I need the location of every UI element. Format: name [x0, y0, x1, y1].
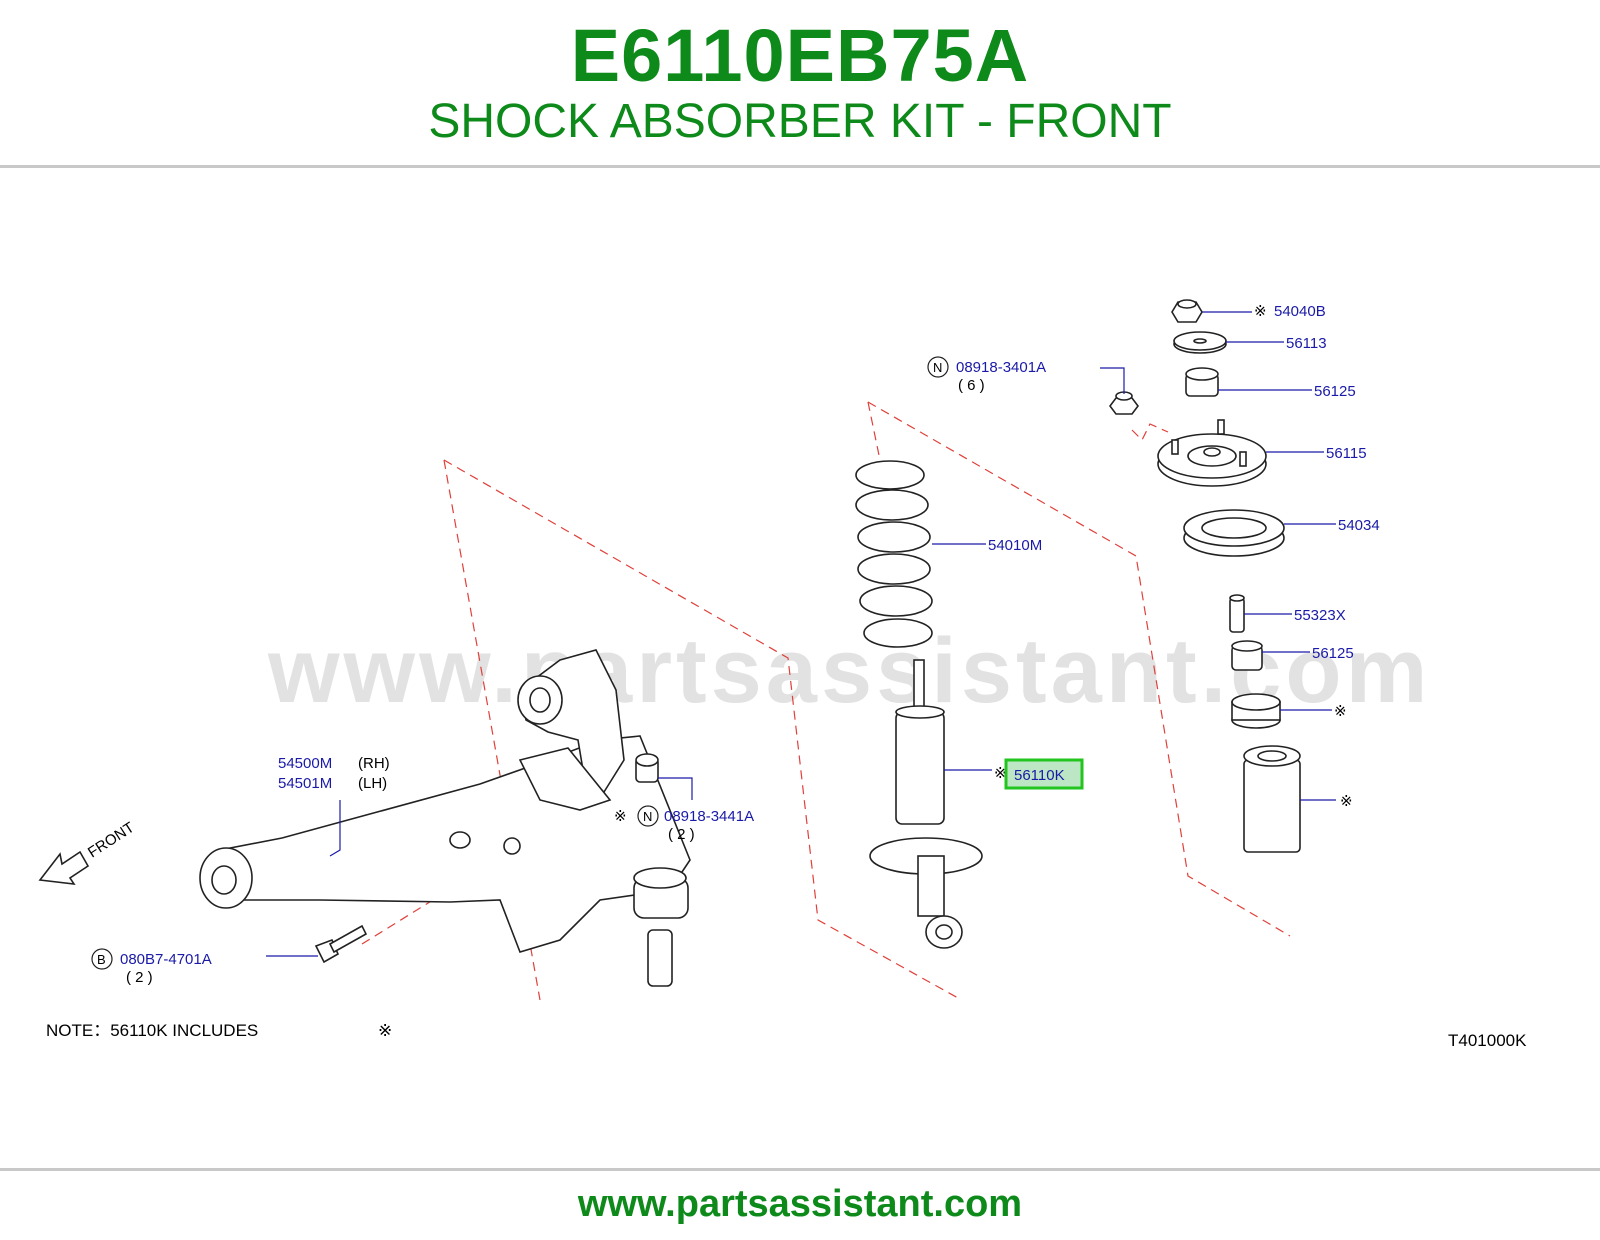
n-badge-icon	[637, 805, 659, 827]
bushing-upper-part[interactable]	[1185, 367, 1219, 397]
leader-line	[658, 777, 693, 800]
spring-seat-part[interactable]	[1183, 509, 1285, 557]
callout-55323x[interactable]: 55323X	[1294, 607, 1346, 624]
lock-nut-part[interactable]	[1171, 299, 1203, 323]
diagram-code: T401000K	[1448, 1031, 1527, 1050]
callout-08918-3401a[interactable]: 08918-3401A	[956, 359, 1046, 376]
callout-56125-lower[interactable]: 56125	[1312, 645, 1354, 662]
bumper-seat-part[interactable]	[1231, 693, 1281, 729]
kit-mark: ※	[994, 765, 1007, 782]
top-divider	[0, 165, 1600, 168]
coil-spring-part[interactable]	[855, 460, 933, 648]
washer-part[interactable]	[1173, 331, 1227, 354]
assembly-outline-shock-strut	[867, 401, 1291, 937]
callout-080b7-4701a-qty: ( 2 )	[126, 969, 153, 986]
assembly-outline-control-arm	[443, 459, 959, 999]
callout-54500m[interactable]: 54500M	[278, 755, 332, 772]
n-badge-icon	[927, 356, 949, 378]
callout-08918-3441a-qty: ( 2 )	[668, 826, 695, 843]
callout-08918-3441a[interactable]: 08918-3441A	[664, 808, 754, 825]
kit-mark: ※	[1340, 793, 1353, 810]
part-number-title: E6110EB75A	[570, 14, 1030, 97]
strut-mount-part[interactable]	[1157, 419, 1267, 487]
leader-line	[1100, 367, 1125, 394]
callout-54501m[interactable]: 54501M	[278, 775, 332, 792]
footer-url[interactable]: www.partsassistant.com	[577, 1183, 1023, 1225]
bound-bumper-pin-part[interactable]	[1229, 594, 1245, 633]
kit-note: NOTE：56110K INCLUDES	[46, 1021, 258, 1040]
assembly-outline-nut-path	[1131, 423, 1169, 442]
kit-mark: ※	[614, 808, 627, 825]
bolt-part-080b7-4701a[interactable]	[314, 924, 368, 964]
b-badge-icon	[91, 948, 113, 970]
leader-line	[329, 800, 341, 857]
kit-mark: ※	[1254, 303, 1267, 320]
callout-56113[interactable]: 56113	[1286, 335, 1327, 352]
kit-mark: ※	[1334, 703, 1347, 720]
callout-54034[interactable]: 54034	[1338, 517, 1380, 534]
kit-note-mark: ※	[378, 1021, 392, 1040]
b-badge-label: B	[97, 952, 106, 967]
part-description: SHOCK ABSORBER KIT - FRONT	[428, 95, 1172, 148]
front-label: FRONT	[85, 819, 138, 861]
n-badge-label: N	[933, 360, 942, 375]
bushing-lower-part[interactable]	[1231, 640, 1263, 671]
callout-56110k[interactable]: 56110K	[1014, 767, 1065, 784]
nut-part-08918-3401a[interactable]	[1109, 391, 1139, 415]
callout-54010m[interactable]: 54010M	[988, 537, 1042, 554]
highlighted-part-box[interactable]	[1004, 758, 1084, 790]
callout-56115[interactable]: 56115	[1326, 445, 1367, 462]
bottom-divider	[0, 1168, 1600, 1171]
front-direction-arrow-icon	[38, 850, 90, 885]
callout-56125-upper[interactable]: 56125	[1314, 383, 1356, 400]
callout-080b7-4701a[interactable]: 080B7-4701A	[120, 951, 212, 968]
callout-08918-3401a-qty: ( 6 )	[958, 377, 985, 394]
callout-54500m-side: (RH)	[358, 755, 390, 772]
callout-54501m-side: (LH)	[358, 775, 387, 792]
callout-54040b[interactable]: 54040B	[1274, 303, 1326, 320]
n-badge-label: N	[643, 809, 652, 824]
lower-control-arm-part[interactable]	[199, 649, 691, 987]
shock-absorber-part[interactable]	[869, 659, 983, 949]
assembly-outline-edge	[867, 401, 881, 461]
dust-boot-part[interactable]	[1243, 745, 1301, 853]
nut-part-08918-3441a[interactable]	[635, 753, 659, 783]
